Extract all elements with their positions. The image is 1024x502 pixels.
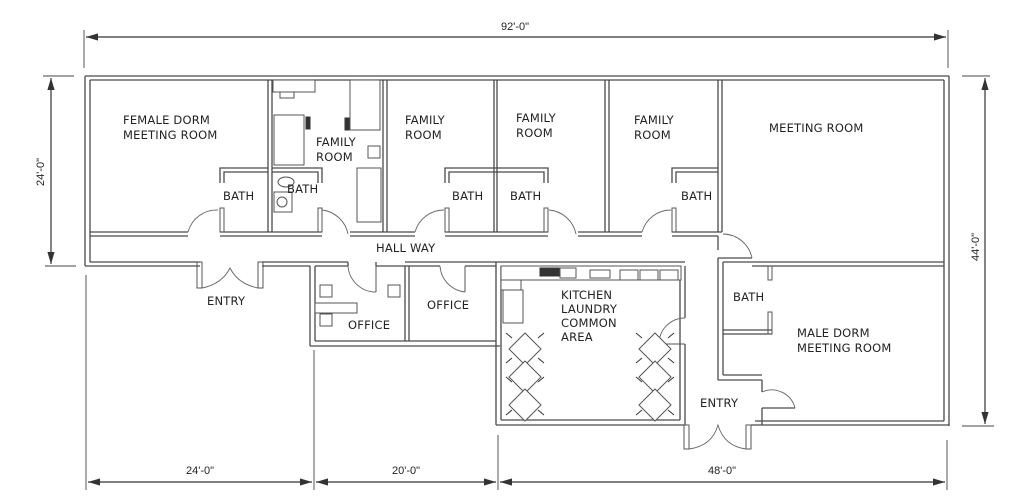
label-family-room-1a: FAMILY bbox=[316, 135, 357, 149]
label-office-1: OFFICE bbox=[348, 318, 390, 332]
label-bath-2: BATH bbox=[287, 182, 318, 196]
label-male-dorm-2: MEETING ROOM bbox=[797, 341, 891, 355]
dimension-label-left-height: 24'-0" bbox=[35, 158, 47, 186]
label-female-dorm-1: FEMALE DORM bbox=[123, 113, 210, 127]
dimension-label-right-height: 44'-0" bbox=[970, 233, 982, 261]
label-entry-west: ENTRY bbox=[207, 294, 246, 308]
doors bbox=[187, 209, 796, 450]
label-bath-6: BATH bbox=[733, 290, 764, 304]
dimension-label-20ft: 20'-0" bbox=[392, 465, 420, 477]
dimension-label-width: 92'-0" bbox=[501, 21, 529, 33]
label-female-dorm-2: MEETING ROOM bbox=[123, 128, 217, 142]
furniture bbox=[272, 79, 682, 422]
label-male-dorm-1: MALE DORM bbox=[797, 326, 870, 340]
label-bath-5: BATH bbox=[681, 189, 712, 203]
label-family-room-2a: FAMILY bbox=[405, 113, 446, 127]
label-family-room-4a: FAMILY bbox=[634, 113, 675, 127]
dimension-label-24ft: 24'-0" bbox=[186, 465, 214, 477]
label-bath-1: BATH bbox=[223, 189, 254, 203]
dining-table-set-right bbox=[635, 332, 675, 422]
label-kitchen-3: COMMON bbox=[561, 316, 617, 330]
dining-table-set-left bbox=[505, 332, 545, 422]
label-bath-3: BATH bbox=[452, 189, 483, 203]
dimension-overall-width: 92'-0" bbox=[83, 21, 949, 68]
label-family-room-3a: FAMILY bbox=[516, 111, 557, 125]
label-kitchen-2: LAUNDRY bbox=[561, 302, 618, 316]
label-kitchen-1: KITCHEN bbox=[561, 288, 612, 302]
label-family-room-1b: ROOM bbox=[316, 150, 353, 164]
dimension-label-48ft: 48'-0" bbox=[708, 465, 736, 477]
exterior-walls bbox=[84, 75, 950, 450]
dimension-bottom: 24'-0" 20'-0" 48'-0" bbox=[85, 275, 948, 490]
label-family-room-4b: ROOM bbox=[634, 128, 671, 142]
label-office-2: OFFICE bbox=[427, 298, 469, 312]
label-entry-east: ENTRY bbox=[700, 396, 739, 410]
label-family-room-2b: ROOM bbox=[405, 128, 442, 142]
label-bath-4: BATH bbox=[510, 189, 541, 203]
dimension-right-height: 44'-0" bbox=[962, 75, 994, 427]
label-family-room-3b: ROOM bbox=[516, 126, 553, 140]
label-kitchen-4: AREA bbox=[561, 330, 593, 344]
interior-walls bbox=[90, 80, 944, 341]
label-meeting-room: MEETING ROOM bbox=[769, 121, 863, 135]
room-labels: FEMALE DORM MEETING ROOM FAMILY ROOM FAM… bbox=[123, 111, 891, 410]
dimension-left-height: 24'-0" bbox=[35, 75, 76, 267]
label-hallway: HALL WAY bbox=[376, 241, 436, 255]
